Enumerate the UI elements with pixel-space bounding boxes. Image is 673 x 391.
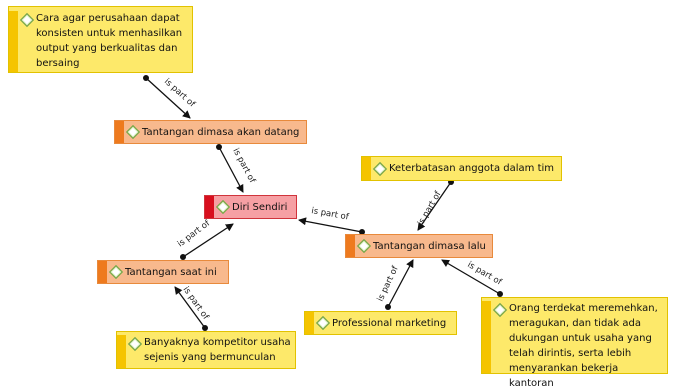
- node-banyaknya-kompetitor[interactable]: Banyaknya kompetitor usaha sejenis yang …: [116, 331, 296, 369]
- topic-diamond-icon: [127, 336, 143, 352]
- edge-label: is part of: [181, 285, 211, 323]
- node-color-bar: [117, 335, 126, 368]
- node-tantangan-akan-datang[interactable]: Tantangan dimasa akan datang: [114, 120, 307, 144]
- topic-diamond-icon: [315, 315, 331, 331]
- node-professional-marketing[interactable]: Professional marketing: [304, 311, 457, 335]
- node-label: Orang terdekat meremehkan, meragukan, da…: [509, 303, 658, 389]
- topic-diamond-icon: [108, 264, 124, 280]
- edge-keterbatasan-to-dimasa-lalu: is part of: [416, 179, 454, 231]
- node-diri-sendiri[interactable]: Diri Sendiri: [204, 195, 297, 219]
- topic-diamond-icon: [492, 302, 508, 318]
- node-color-bar: [9, 11, 18, 72]
- node-label: Banyaknya kompetitor usaha sejenis yang …: [144, 337, 291, 363]
- node-label: Professional marketing: [332, 317, 447, 329]
- node-label: Tantangan dimasa lalu: [373, 240, 486, 252]
- node-label: Tantangan dimasa akan datang: [142, 126, 300, 138]
- topic-diamond-icon: [19, 12, 35, 28]
- node-label: Cara agar perusahaan dapat konsisten unt…: [36, 13, 183, 69]
- node-label: Diri Sendiri: [232, 201, 288, 213]
- topic-diamond-icon: [215, 199, 231, 215]
- topic-diamond-icon: [125, 124, 141, 140]
- edge-akan-datang-to-diri-sendiri: is part of: [216, 144, 257, 193]
- edge-professional-to-dimasa-lalu: is part of: [376, 259, 414, 310]
- edge-saat-ini-to-diri-sendiri: is part of: [176, 218, 234, 260]
- edge-label: is part of: [416, 189, 444, 228]
- edge-label: is part of: [162, 77, 198, 110]
- node-label: Keterbatasan anggota dalam tim: [389, 163, 555, 174]
- relationship-edges: is part of is part of is part of is part…: [143, 75, 505, 331]
- node-orang-terdekat[interactable]: Orang terdekat meremehkan, meragukan, da…: [481, 297, 668, 389]
- node-color-bar: [482, 301, 491, 373]
- node-tantangan-dimasa-lalu[interactable]: Tantangan dimasa lalu: [345, 234, 493, 258]
- edge-kompetitor-to-saat-ini: is part of: [174, 285, 211, 331]
- edge-dimasa-lalu-to-diri-sendiri: is part of: [298, 206, 365, 235]
- edge-label: is part of: [466, 260, 505, 288]
- node-tantangan-saat-ini[interactable]: Tantangan saat ini: [97, 260, 229, 284]
- edge-label: is part of: [310, 206, 350, 223]
- edge-label: is part of: [376, 264, 401, 303]
- node-label: Tantangan saat ini: [125, 266, 217, 278]
- node-cara-agar[interactable]: Cara agar perusahaan dapat konsisten unt…: [8, 6, 193, 73]
- topic-diamond-icon: [356, 238, 372, 254]
- edge-cara-to-akan-datang: is part of: [143, 75, 198, 119]
- node-color-bar: [205, 196, 214, 218]
- node-keterbatasan-anggota[interactable]: Keterbatasan anggota dalam tim: [361, 156, 562, 181]
- node-color-bar: [98, 261, 107, 283]
- node-color-bar: [115, 121, 124, 143]
- edge-label: is part of: [176, 218, 213, 249]
- node-color-bar: [346, 235, 355, 257]
- node-color-bar: [362, 157, 371, 180]
- topic-diamond-icon: [372, 161, 388, 176]
- edge-label: is part of: [230, 147, 257, 186]
- edge-orang-terdekat-to-dimasa-lalu: is part of: [441, 259, 505, 297]
- node-color-bar: [305, 312, 314, 334]
